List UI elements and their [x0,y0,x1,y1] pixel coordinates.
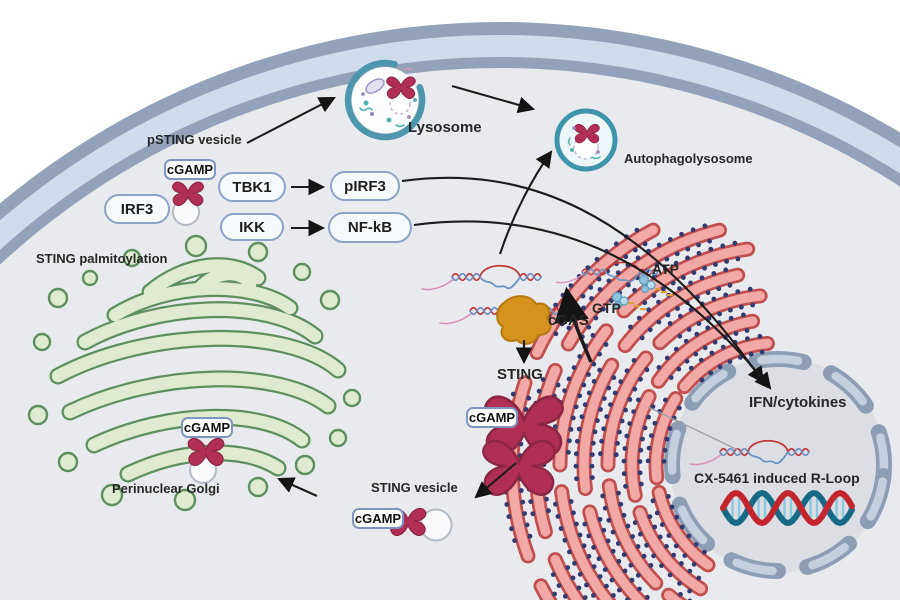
atp-molecule [638,274,673,297]
arrow-vesicle-to-golgi [277,477,318,497]
lysosome-contents [359,67,417,128]
pill-pirf3: pIRF3 [330,171,400,201]
autophagolysosome-organelle [554,108,618,172]
label-gtp: GTP [592,300,621,316]
label-cgas: cGAS [548,312,589,329]
dna-double-helix [720,490,855,526]
arrow-lysosome-to-autophagolysosome [451,84,536,114]
arrows [246,84,772,499]
pill-ikk: IKK [220,213,284,241]
endoplasmic-reticulum [501,222,775,600]
arrow-nfkb-to-ifn [413,220,772,390]
golgi-vesicles [27,234,362,512]
arrow-er-to-sting-vesicle [474,462,517,499]
sting-vesicle-group [389,507,453,542]
pill-tbk1: TBK1 [218,172,286,202]
label-ifn-cytokines: IFN/cytokines [749,394,847,411]
badge-cgamp-golgi: cGAMP [181,417,233,438]
label-sting-vesicle: STING vesicle [371,480,458,495]
r-loop-leader-line [647,406,739,451]
psting-vesicle-group [172,181,204,226]
lysosome-organelle [344,59,426,141]
pill-nfkb: NF-kB [328,212,412,243]
badge-cgamp-vesicle: cGAMP [352,508,404,529]
perinuclear-golgi-sting-group [187,437,225,484]
pill-irf3: IRF3 [104,194,170,224]
arrow-gtp [554,286,593,363]
r-loop-cytoplasm-1 [421,264,542,291]
arrow-er-to-autophagolysosome [499,150,553,255]
badge-cgamp-psting: cGAMP [164,159,216,180]
label-autophagolysosome: Autophagolysosome [624,151,753,166]
label-atp: ATP [652,261,679,277]
autophagolysosome-contents [567,126,601,160]
degraded-mitochondrion-icon [365,78,385,94]
arrow-pirf3-to-ifn [401,176,765,384]
gtp-molecule [611,291,646,311]
label-lysosome: Lysosome [408,119,482,136]
label-psting-vesicle: pSTING vesicle [147,132,242,147]
badge-cgamp-er-sting: cGAMP [466,407,518,428]
label-cx5461-rloop: CX-5461 induced R-Loop [694,470,860,486]
label-perinuclear-golgi: Perinuclear Golgi [112,481,220,496]
arrow-psting-to-lysosome [246,97,336,144]
cgas-protein [496,295,552,345]
nuclear-pore-ring [664,350,893,580]
label-sting-palmitoylation: STING palmitoylation [36,251,168,266]
label-sting: STING [497,366,543,383]
